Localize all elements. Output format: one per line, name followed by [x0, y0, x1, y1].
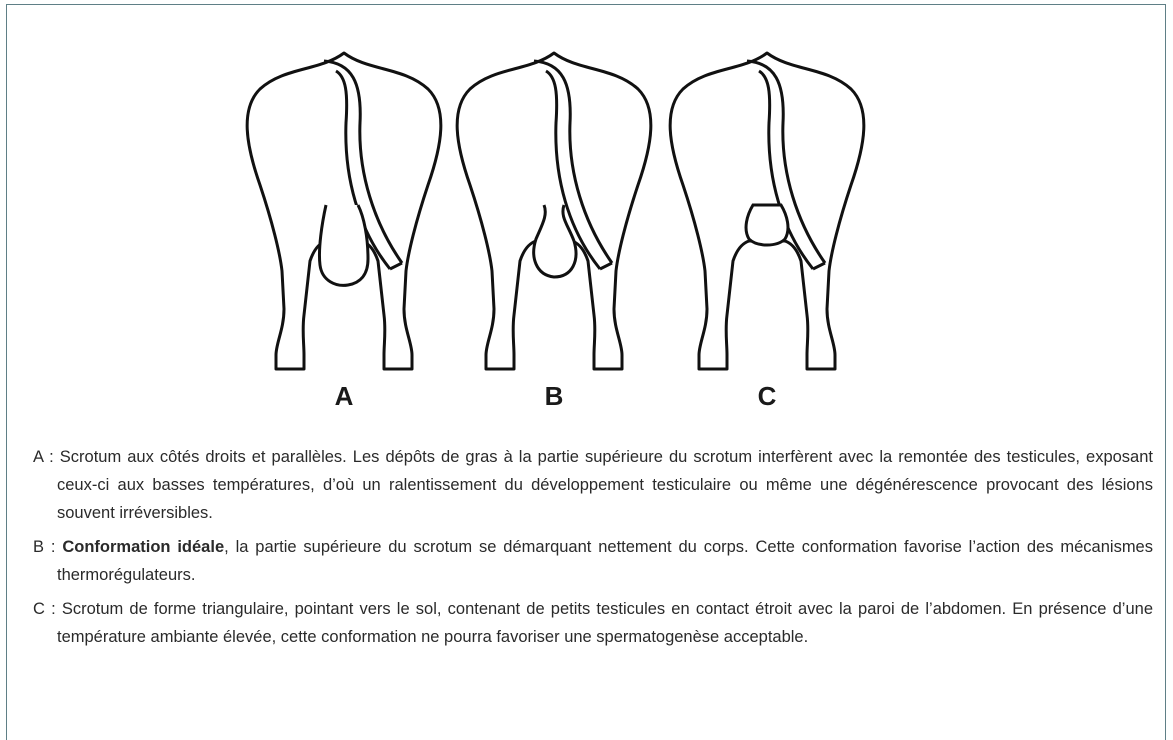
cow-drawing-b [457, 53, 651, 369]
scrotum-conformation-figure: A B C [7, 5, 1167, 417]
panel-label-b: B [545, 381, 564, 411]
panel-label-a: A [335, 381, 354, 411]
cow-drawing-c [670, 53, 864, 369]
caption-text-c: Scrotum de forme triangulaire, pointant … [57, 600, 1153, 646]
caption-item-a: A : Scrotum aux côtés droits et parallèl… [33, 443, 1153, 527]
scrotum-c [746, 205, 788, 245]
panel-label-c: C [758, 381, 777, 411]
caption-emphasis-b: Conformation idéale [62, 538, 224, 556]
caption-letter-b: B : [33, 538, 62, 556]
caption-item-b: B : Conformation idéale, la partie supér… [33, 533, 1153, 589]
figure-frame: A B C A : Scrotum aux côtés droits et pa… [6, 4, 1166, 740]
caption-item-c: C : Scrotum de forme triangulaire, point… [33, 595, 1153, 651]
cattle-rear-view-drawings: A B C [7, 5, 1167, 417]
cow-drawing-a [247, 53, 441, 369]
figure-caption: A : Scrotum aux côtés droits et parallèl… [33, 443, 1153, 657]
caption-letter-c: C : [33, 600, 62, 618]
caption-text-a: Scrotum aux côtés droits et parallèles. … [57, 448, 1153, 522]
caption-letter-a: A : [33, 448, 60, 466]
scrotum-a [319, 205, 368, 285]
